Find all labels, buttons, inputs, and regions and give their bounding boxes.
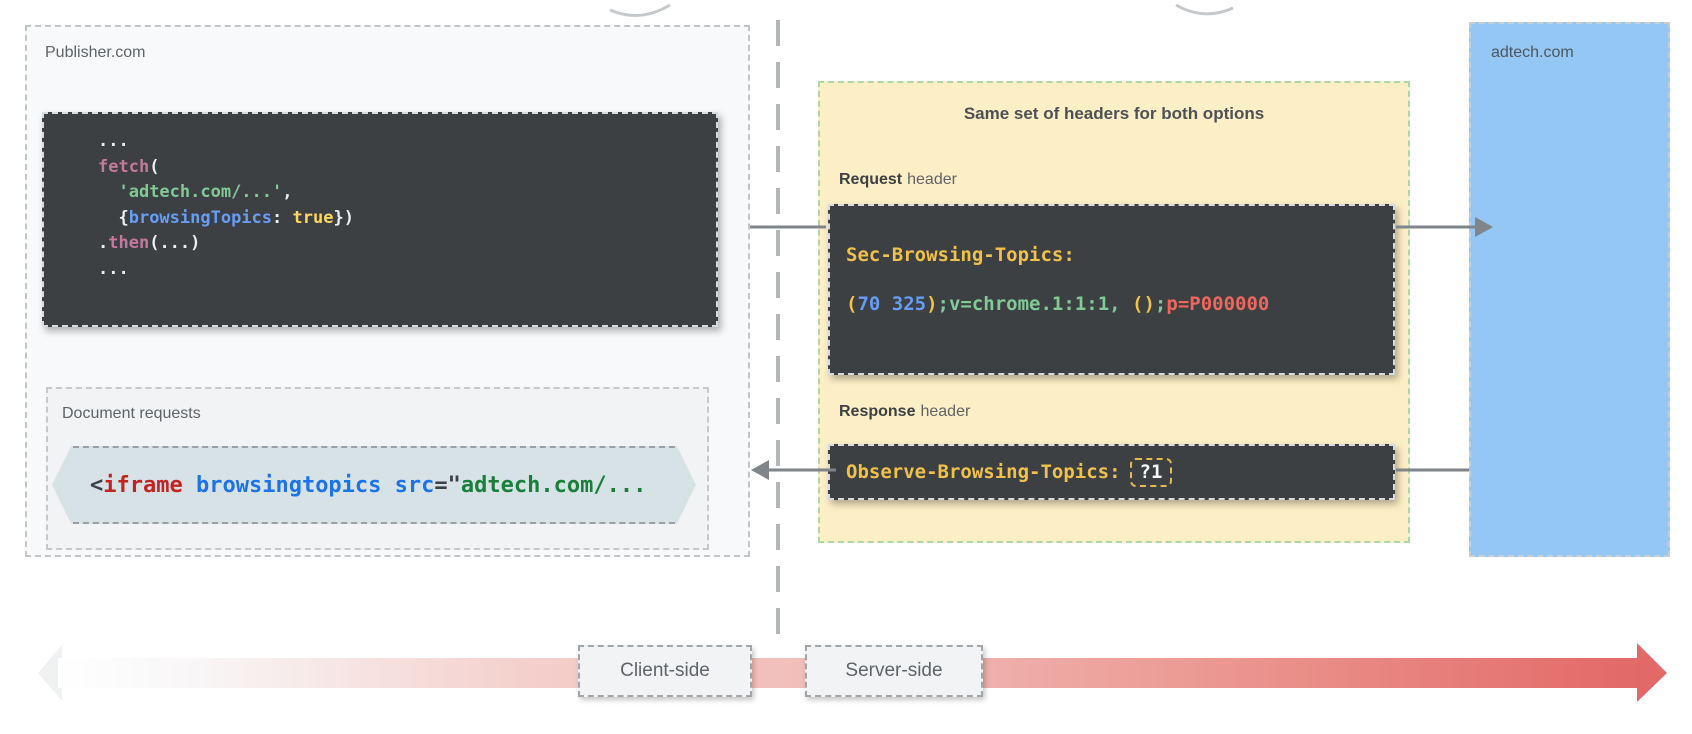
server-side-box: Server-side bbox=[805, 645, 983, 697]
document-requests-label: Document requests bbox=[62, 405, 201, 422]
request-label-rest: header bbox=[907, 171, 957, 188]
code-line: fetch( bbox=[98, 156, 160, 177]
top-arc-fragment bbox=[609, 3, 671, 17]
fetch-code-block: ... fetch( 'adtech.com/...', {browsingTo… bbox=[42, 112, 718, 327]
request-header-value: (70 325);v=chrome.1:1:1, ();p=P000000 bbox=[846, 293, 1270, 315]
headers-panel-title: Same set of headers for both options bbox=[963, 104, 1265, 123]
client-side-label: Client-side bbox=[620, 660, 710, 681]
adtech-panel: adtech.com bbox=[1469, 22, 1670, 557]
request-header-name: Sec-Browsing-Topics: bbox=[846, 244, 1075, 266]
code-line: .then(...) bbox=[98, 233, 201, 253]
publisher-panel: Publisher.com ... fetch( 'adtech.com/...… bbox=[25, 25, 750, 557]
response-value-badge: ?1 bbox=[1129, 457, 1173, 487]
code-line: 'adtech.com/...', bbox=[118, 182, 293, 202]
code-line: {browsingTopics: true}) bbox=[98, 207, 354, 228]
iframe-snippet-chip: <iframe browsingtopics src="adtech.com/.… bbox=[52, 446, 696, 524]
response-code-block: Observe-Browsing-Topics: ?1 bbox=[828, 444, 1395, 500]
timeline-left-arrowhead bbox=[38, 645, 62, 701]
server-side-label: Server-side bbox=[845, 660, 943, 681]
dashed-edge bbox=[73, 522, 675, 524]
top-arc-fragment bbox=[1175, 3, 1234, 16]
iframe-code: <iframe browsingtopics src="adtech.com/.… bbox=[90, 472, 647, 498]
response-label-rest: header bbox=[920, 403, 971, 420]
request-label-bold: Request bbox=[839, 171, 903, 188]
response-arrowhead bbox=[751, 460, 769, 480]
adtech-label: adtech.com bbox=[1491, 44, 1574, 61]
headers-panel: Same set of headers for both options Req… bbox=[818, 81, 1410, 543]
code-line: ... bbox=[98, 131, 129, 151]
client-side-box: Client-side bbox=[578, 645, 752, 697]
request-code-block: Sec-Browsing-Topics: (70 325);v=chrome.1… bbox=[828, 204, 1395, 375]
response-label-bold: Response bbox=[839, 403, 916, 420]
response-header-name: Observe-Browsing-Topics: bbox=[846, 461, 1121, 483]
code-line: ... bbox=[98, 258, 129, 279]
document-requests-box: Document requests <iframe browsingtopics… bbox=[46, 387, 709, 550]
dashed-edge bbox=[73, 446, 675, 448]
timeline-right-arrowhead bbox=[1637, 643, 1667, 702]
publisher-label: Publisher.com bbox=[45, 44, 146, 61]
